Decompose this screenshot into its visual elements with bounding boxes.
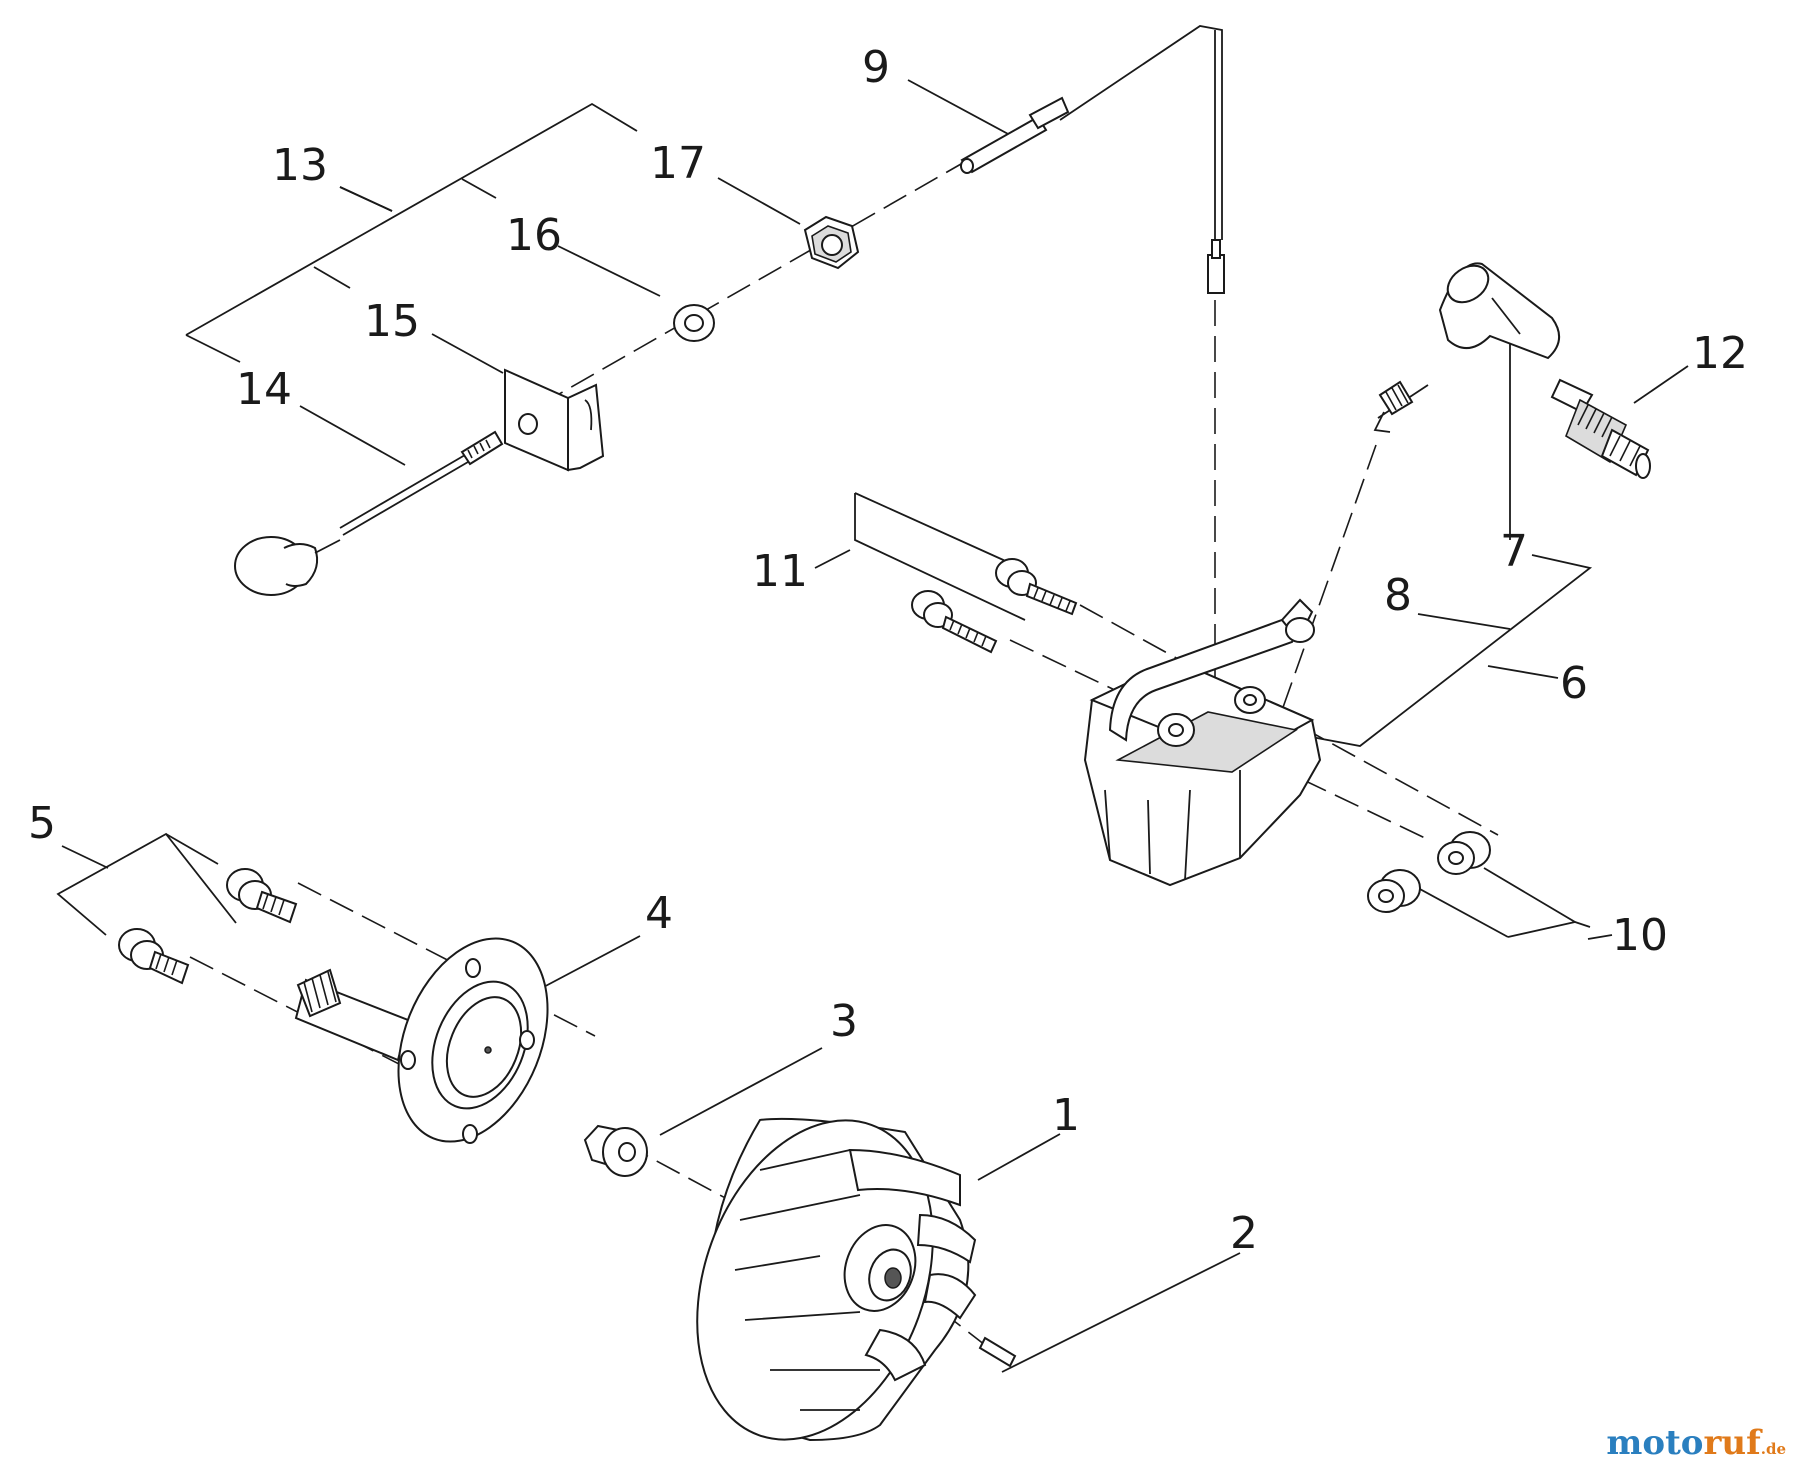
washer-part-16: [674, 305, 714, 341]
plug-boot-part-7: [1440, 258, 1559, 358]
callout-4: 4: [645, 888, 673, 939]
callout-5: 5: [28, 798, 56, 849]
bracket-part-15: [505, 370, 603, 470]
callout-9: 9: [862, 42, 890, 93]
callout-14: 14: [236, 364, 292, 415]
callout-15: 15: [364, 296, 420, 347]
shaft-flange-part-4: [296, 916, 576, 1164]
callout-labels: 1 2 3 4 5 6 7 8 9 10 11 12 13 14 15 16 1…: [28, 42, 1748, 1259]
callout-12: 12: [1692, 328, 1748, 379]
nut-part-17: [805, 217, 858, 268]
spacers-part-10: [1368, 832, 1490, 912]
leader-lines: [58, 80, 1688, 1372]
spark-plug-part-12: [1552, 380, 1650, 478]
kill-wire-part-9: [961, 26, 1224, 293]
callout-1: 1: [1052, 1090, 1080, 1141]
callout-17: 17: [650, 138, 706, 189]
watermark-part-1: moto: [1606, 1423, 1704, 1463]
bolts-part-5: [119, 869, 296, 983]
watermark-part-3: .de: [1760, 1440, 1786, 1458]
callout-7: 7: [1500, 526, 1528, 577]
site-watermark: motoruf.de: [1606, 1423, 1786, 1463]
ignition-coil-part-6: [1085, 600, 1320, 885]
flywheel-nut-part-3: [585, 1126, 647, 1176]
ignition-screws-part-11: [912, 559, 1076, 652]
callout-10: 10: [1612, 910, 1668, 961]
flywheel-part-1: [655, 1087, 975, 1472]
callout-3: 3: [830, 996, 858, 1047]
watermark-part-2: ruf: [1703, 1423, 1761, 1463]
key-part-2: [980, 1338, 1015, 1366]
callout-2: 2: [1230, 1208, 1258, 1259]
callout-11: 11: [752, 546, 808, 597]
spring-part-8: [1375, 382, 1412, 432]
callout-8: 8: [1384, 570, 1412, 621]
callout-6: 6: [1560, 658, 1588, 709]
callout-13: 13: [272, 140, 328, 191]
stop-switch-part-14: [235, 432, 502, 595]
callout-16: 16: [506, 210, 562, 261]
